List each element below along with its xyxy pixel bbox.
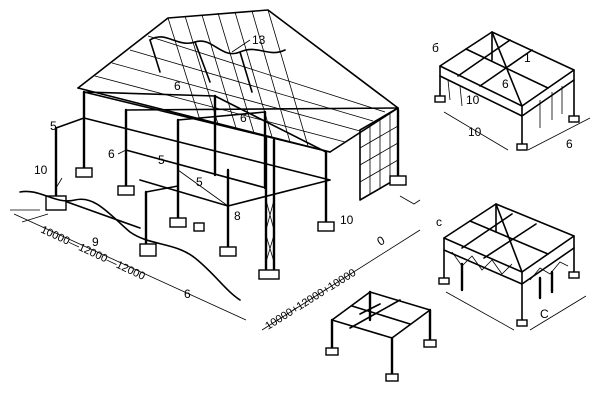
roof-panels bbox=[94, 9, 386, 147]
main-building-frame bbox=[10, 9, 407, 301]
label-5c: 5 bbox=[196, 175, 203, 189]
label-6c: 6 bbox=[240, 111, 247, 125]
frame-c-letter: с bbox=[436, 215, 442, 229]
side-wall-cladding bbox=[359, 107, 399, 201]
label-6a: 6 bbox=[108, 147, 115, 161]
label-0: 0 bbox=[375, 233, 388, 249]
left-footing bbox=[45, 195, 67, 211]
label-6d: 6 bbox=[184, 287, 191, 301]
cross-bracing bbox=[177, 169, 275, 263]
label-10b: 10 bbox=[340, 213, 354, 227]
frame-b-10a: 10 bbox=[466, 93, 480, 107]
frame-b-6: 6 bbox=[502, 77, 509, 91]
label-5b: 5 bbox=[158, 153, 165, 167]
dimension-lines: 10000—12000—12000 10000+12000+10000 bbox=[13, 195, 421, 333]
main-labels: 13 5 10 6 5 6 6 5 8 10 9 6 0 bbox=[34, 33, 388, 301]
frame-b-6b: 6 bbox=[566, 137, 573, 151]
small-frame-unit bbox=[325, 290, 437, 382]
roof-wave-section bbox=[149, 36, 286, 55]
label-6b: 6 bbox=[174, 79, 181, 93]
label-9: 9 bbox=[92, 235, 99, 249]
label-5a: 5 bbox=[50, 119, 57, 133]
frame-b-1: 1 bbox=[524, 51, 531, 65]
frame-c-dim: С bbox=[540, 307, 549, 321]
beams bbox=[83, 91, 399, 207]
frame-b-letter: б bbox=[432, 41, 439, 55]
frame-c: с С bbox=[436, 203, 587, 331]
foundation-wave bbox=[19, 190, 241, 301]
label-10a: 10 bbox=[34, 163, 48, 177]
frame-b: б 1 10 6 10 6 bbox=[432, 31, 591, 151]
frame-b-10b: 10 bbox=[468, 125, 482, 139]
label-13: 13 bbox=[252, 33, 266, 47]
column-footings bbox=[75, 167, 407, 280]
label-8: 8 bbox=[234, 209, 241, 223]
